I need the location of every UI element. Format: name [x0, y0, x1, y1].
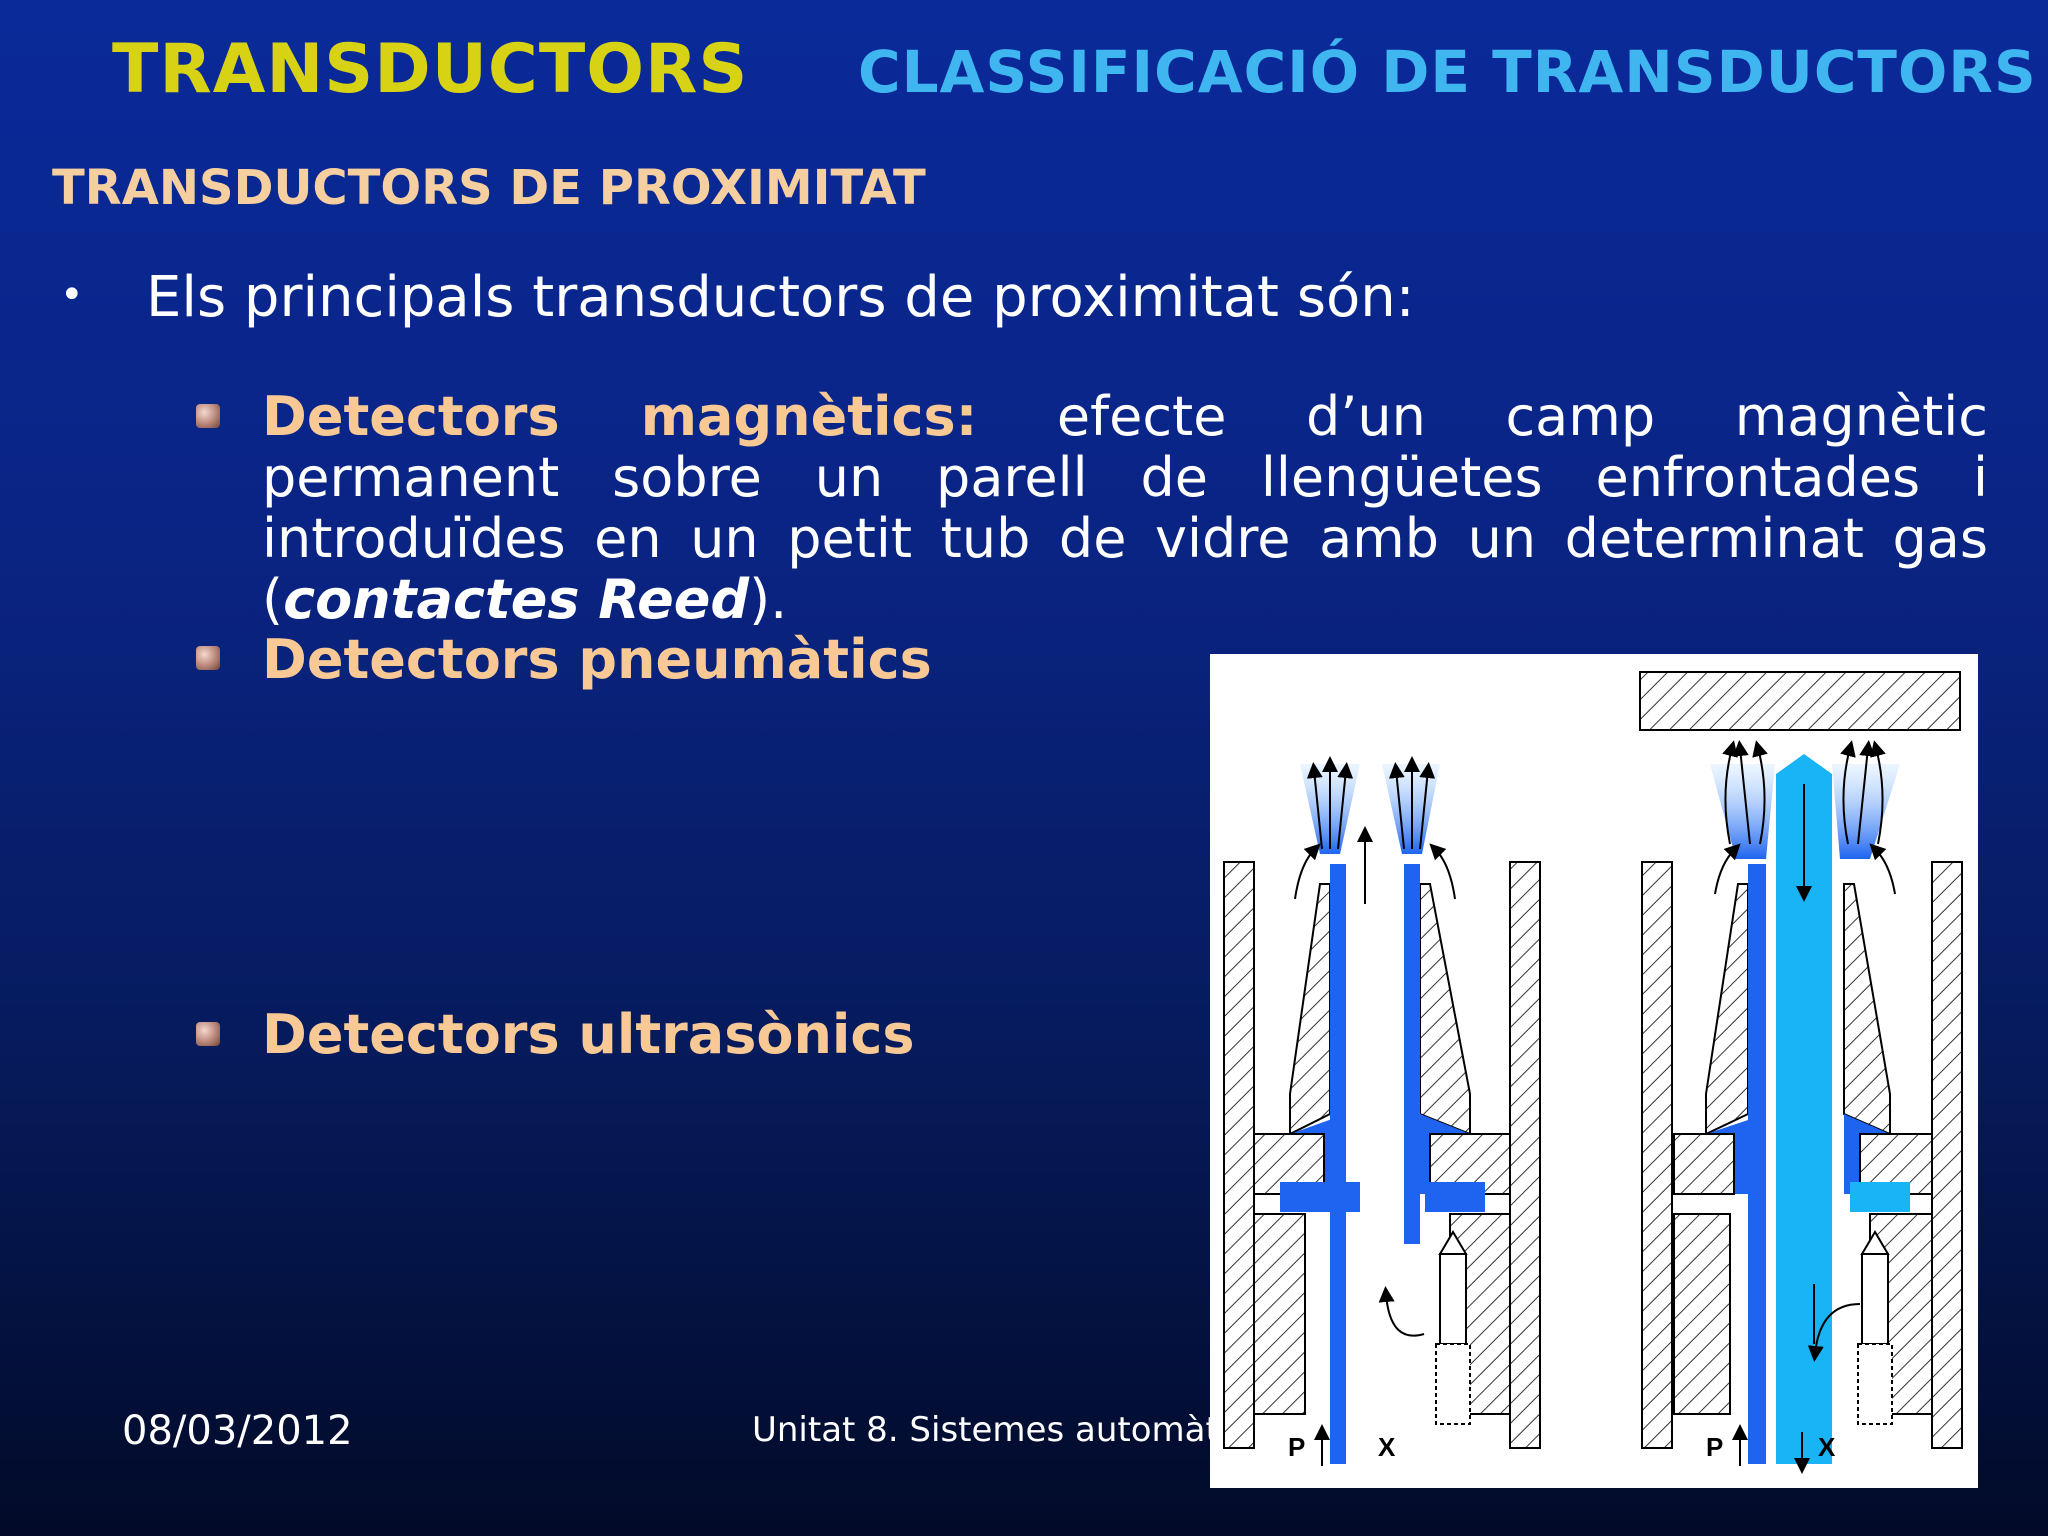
left-throat [1280, 1182, 1360, 1212]
left-cone-inner [1289, 883, 1331, 1136]
bullet-square-icon [196, 646, 220, 670]
intro-text: Els principals transductors de proximita… [146, 265, 1415, 330]
left-base-a [1253, 1213, 1306, 1415]
footer-unit: Unitat 8. Sistemes automàtics [752, 1410, 1210, 1450]
diagram-svg: P X [1223, 671, 1963, 1474]
list-item-pneumatic: Detectors pneumàtics [262, 628, 932, 691]
list-item-magnetic: Detectors magnètics: efecte d’un camp ma… [262, 386, 1988, 630]
left-outer-wall-right [1509, 861, 1541, 1449]
pneumatic-detector-diagram: P X [1210, 654, 1978, 1488]
left-outer-wall [1223, 861, 1255, 1449]
bullet-square-icon [196, 1022, 220, 1046]
detector-right: P X [1639, 671, 1963, 1474]
bullet-dot: • [60, 272, 84, 318]
right-x-label: X [1818, 1432, 1836, 1462]
detector-left: P X [1223, 756, 1541, 1466]
item-emphasis: contactes Reed [283, 568, 750, 631]
right-outer-wall-right [1931, 861, 1963, 1449]
target-object [1639, 671, 1961, 731]
slide-title: TRANSDUCTORS [112, 30, 749, 109]
right-cone [1705, 883, 1749, 1136]
left-air-channel-right [1404, 864, 1420, 1244]
left-valve-pin [1439, 1253, 1467, 1345]
item-text-end: ). [749, 568, 788, 631]
right-cone-b [1843, 883, 1891, 1136]
item-label: Detectors magnètics: [262, 385, 978, 448]
footer-date: 08/03/2012 [122, 1408, 353, 1454]
bullet-square-icon [196, 404, 220, 428]
left-cone-inner-right [1419, 883, 1471, 1136]
section-title: CLASSIFICACIÓ DE TRANSDUCTORS [858, 38, 2037, 106]
left-throat-b [1425, 1182, 1485, 1212]
left-valve-tip [1438, 1230, 1468, 1255]
left-p-label: P [1288, 1432, 1305, 1462]
list-item-ultrasonic: Detectors ultrasònics [262, 1003, 915, 1066]
right-outer-wall [1641, 861, 1673, 1449]
right-p-label: P [1706, 1432, 1723, 1462]
item-text: efecte d’un camp magnètic permanent sobr… [262, 385, 1988, 631]
left-x-label: X [1378, 1432, 1396, 1462]
left-valve-spring [1435, 1343, 1471, 1425]
subheading: TRANSDUCTORS DE PROXIMITAT [52, 160, 926, 216]
